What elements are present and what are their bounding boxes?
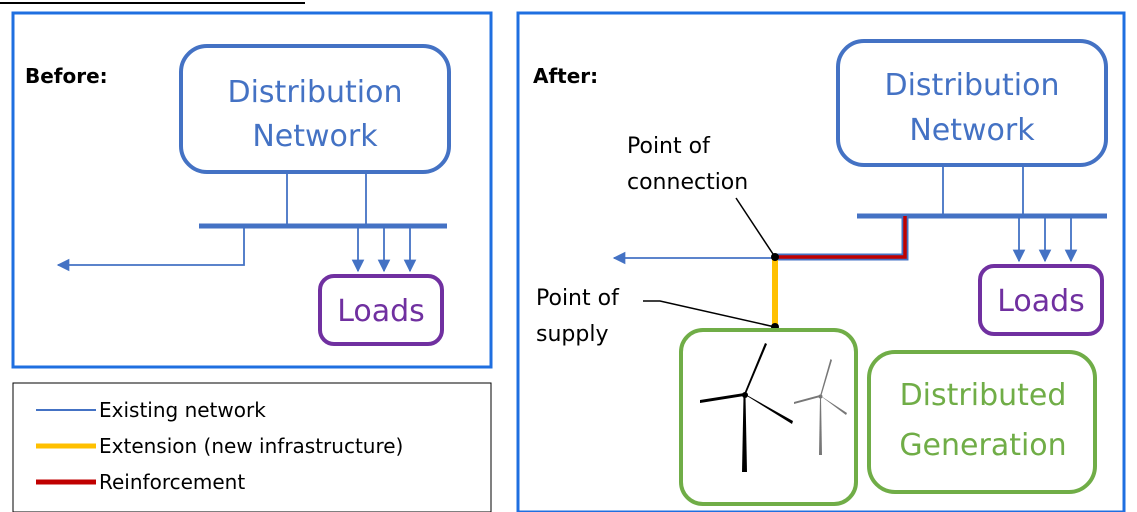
legend-label-reinforcement: Reinforcement bbox=[99, 470, 245, 494]
point-of-supply-line2: supply bbox=[536, 322, 608, 347]
after-loads-box bbox=[978, 264, 1104, 336]
distributed-generation-box bbox=[867, 350, 1097, 494]
before-distribution-network-box bbox=[179, 44, 451, 174]
before-existing-line bbox=[56, 226, 245, 272]
legend-label-extension: Extension (new infrastructure) bbox=[99, 434, 403, 458]
before-loads-label: Loads bbox=[337, 294, 425, 329]
legend-frame bbox=[12, 382, 492, 512]
wind-turbine-icon bbox=[700, 343, 793, 472]
before-network-line2: Network bbox=[252, 119, 378, 154]
point-of-supply-leader bbox=[643, 300, 776, 328]
before-network-line1: Distribution bbox=[227, 75, 402, 110]
wind-turbines-box bbox=[679, 328, 858, 506]
legend-label-existing: Existing network bbox=[99, 398, 266, 422]
generation-line2: Generation bbox=[899, 428, 1066, 463]
after-frame bbox=[516, 11, 1126, 512]
before-label: Before: bbox=[25, 64, 108, 88]
point-of-connection-line2: connection bbox=[627, 170, 748, 195]
before-loads-box bbox=[318, 274, 444, 346]
after-distribution-network-box bbox=[836, 39, 1108, 167]
after-label: After: bbox=[533, 64, 598, 88]
before-frame bbox=[11, 11, 493, 369]
wind-turbine-icon bbox=[794, 359, 847, 455]
before-panel: Before: Distribution Network Loads bbox=[0, 2, 493, 369]
point-of-connection-leader bbox=[735, 197, 776, 258]
after-network-line2: Network bbox=[909, 113, 1035, 148]
reinforcement-line-outline bbox=[775, 216, 909, 261]
after-panel: After: Distribution Network Loads Point … bbox=[516, 11, 1126, 512]
after-loads-label: Loads bbox=[997, 284, 1085, 319]
point-of-connection-line1: Point of bbox=[627, 134, 711, 159]
generation-line1: Distributed bbox=[900, 378, 1067, 413]
legend: Existing network Extension (new infrastr… bbox=[12, 382, 492, 512]
reinforcement-line bbox=[775, 216, 907, 259]
after-network-line1: Distribution bbox=[884, 68, 1059, 103]
point-of-supply-line1: Point of bbox=[536, 286, 620, 311]
